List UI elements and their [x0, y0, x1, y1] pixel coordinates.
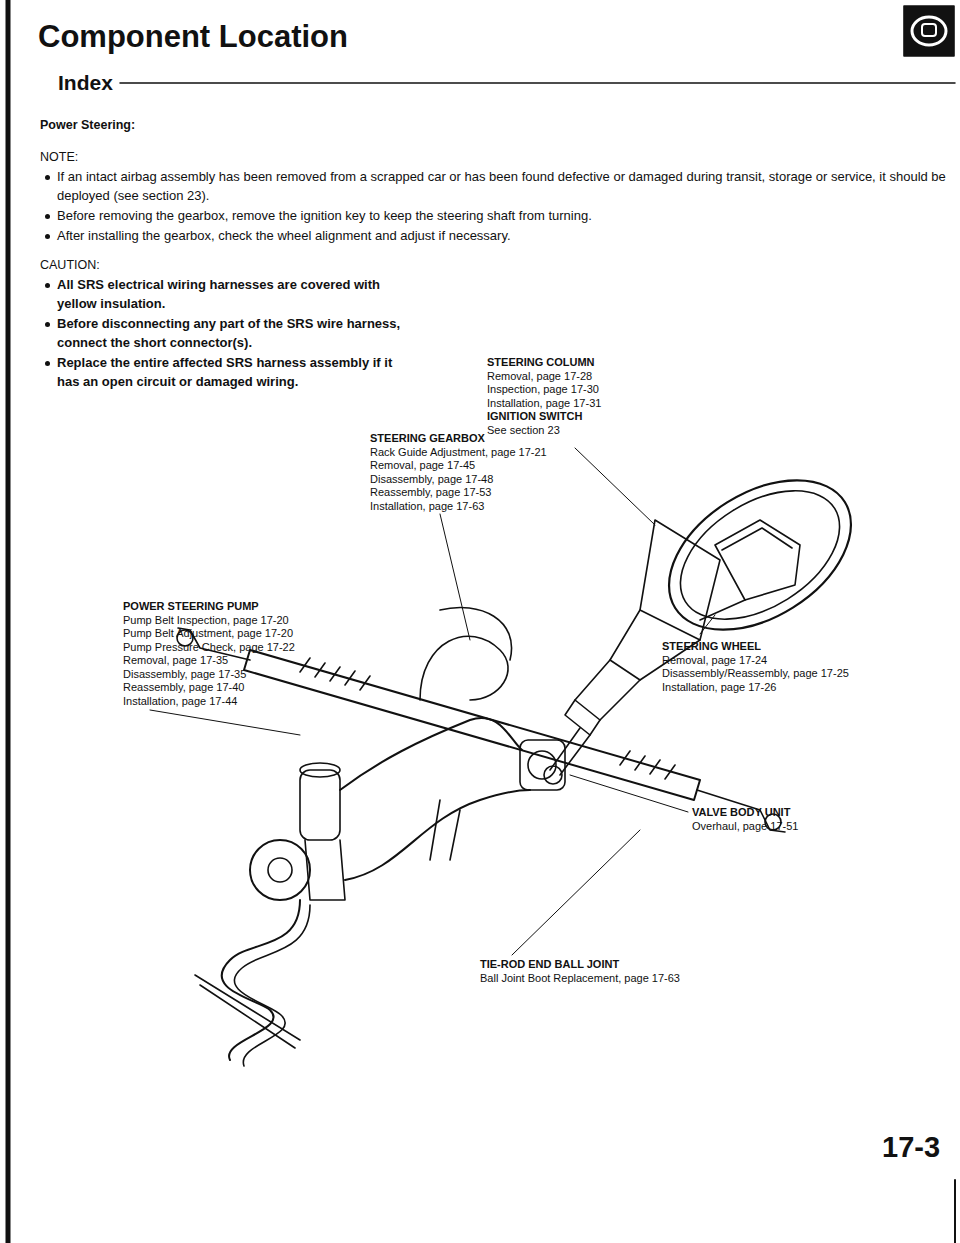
bullet-dot [45, 361, 50, 366]
page-reference: Reassembly, page 17-40 [123, 681, 244, 694]
bullet-dot [45, 283, 50, 288]
page-reference: Installation, page 17-31 [487, 397, 601, 410]
caution-text: All SRS electrical wiring harnesses are … [57, 276, 407, 314]
note-text: If an intact airbag assembly has been re… [57, 168, 947, 206]
page-reference: Installation, page 17-63 [370, 500, 484, 513]
caution-text: Before disconnecting any part of the SRS… [57, 315, 407, 353]
bullet-dot [45, 214, 50, 219]
return-line [195, 900, 310, 1066]
page-edge [954, 1180, 956, 1243]
page-reference: Installation, page 17-44 [123, 695, 237, 708]
section-icon [904, 6, 954, 56]
page-number: 17-3 [882, 1130, 940, 1165]
page-reference: Disassembly/Reassembly, page 17-25 [662, 667, 849, 680]
page-reference: Inspection, page 17-30 [487, 383, 599, 396]
page-reference: Disassembly, page 17-48 [370, 473, 493, 486]
header-rule [120, 82, 955, 84]
page-reference: Installation, page 17-26 [662, 681, 776, 694]
page-reference: Pump Pressure Check, page 17-22 [123, 641, 295, 654]
page-reference: Pump Belt Adjustment, page 17-20 [123, 627, 293, 640]
page-reference: See section 23 [487, 424, 560, 437]
part-name: STEERING GEARBOX [370, 432, 485, 445]
bullet-dot [45, 234, 50, 239]
page-edge [6, 0, 11, 1243]
steering-gearbox [244, 607, 700, 800]
part-name: STEERING WHEEL [662, 640, 761, 653]
note-text: Before removing the gearbox, remove the … [57, 207, 947, 226]
power-steering-pump [250, 718, 530, 900]
page-reference: Overhaul, page 17-51 [692, 820, 798, 833]
part-name: POWER STEERING PUMP [123, 600, 259, 613]
section-heading: Index [58, 70, 113, 95]
part-name: IGNITION SWITCH [487, 410, 582, 423]
page-reference: Removal, page 17-28 [487, 370, 592, 383]
bullet-dot [45, 175, 50, 180]
valve-body [520, 740, 565, 790]
page-reference: Reassembly, page 17-53 [370, 486, 491, 499]
part-name: TIE-ROD END BALL JOINT [480, 958, 619, 971]
caution-heading: CAUTION: [40, 258, 100, 273]
part-name: STEERING COLUMN [487, 356, 595, 369]
bullet-dot [45, 322, 50, 327]
note-text: After installing the gearbox, check the … [57, 227, 947, 246]
part-name: VALVE BODY UNIT [692, 806, 790, 819]
page-reference: Rack Guide Adjustment, page 17-21 [370, 446, 547, 459]
caution-text: Replace the entire affected SRS harness … [57, 354, 407, 392]
page-reference: Removal, page 17-24 [662, 654, 767, 667]
page-reference: Removal, page 17-45 [370, 459, 475, 472]
section-icon [912, 17, 946, 45]
page-reference: Pump Belt Inspection, page 17-20 [123, 614, 289, 627]
page-title: Component Location [38, 18, 348, 57]
page-reference: Disassembly, page 17-35 [123, 668, 246, 681]
subject-heading: Power Steering: [40, 118, 135, 133]
section-icon [922, 24, 936, 36]
note-heading: NOTE: [40, 150, 78, 165]
page-reference: Removal, page 17-35 [123, 654, 228, 667]
page-reference: Ball Joint Boot Replacement, page 17-63 [480, 972, 680, 985]
